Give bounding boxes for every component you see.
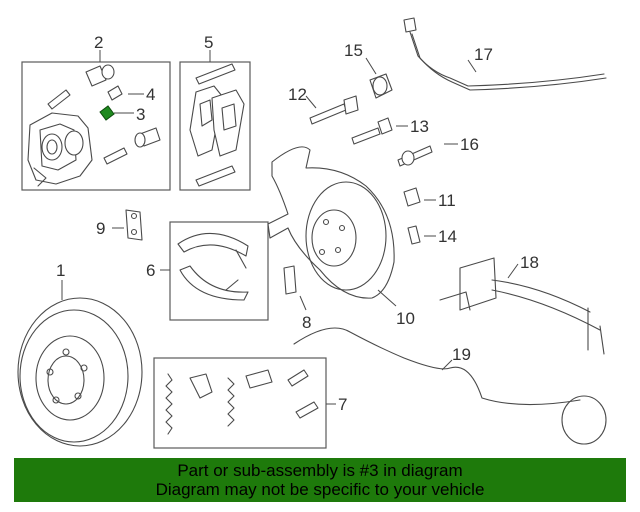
brake-pad-group	[179, 50, 251, 191]
notice-line-2: Diagram may not be specific to your vehi…	[155, 480, 485, 499]
clip-part-9	[112, 209, 143, 241]
callout-2: 2	[94, 33, 103, 52]
part-3-highlight[interactable]	[99, 105, 115, 121]
callout-18: 18	[520, 253, 539, 272]
callout-3: 3	[136, 105, 145, 124]
notice-banner: Part or sub-assembly is #3 in diagram Di…	[14, 458, 626, 502]
parking-shoe-group	[160, 221, 269, 321]
notice-line-1: Part or sub-assembly is #3 in diagram	[177, 461, 463, 480]
bolt-part-13	[351, 117, 408, 145]
bolt-part-12	[305, 95, 359, 125]
brake-hose-part-17	[403, 17, 607, 91]
callout-6: 6	[146, 261, 155, 280]
callout-16: 16	[460, 135, 479, 154]
callout-9: 9	[96, 219, 105, 238]
bushing-part-14	[407, 225, 436, 245]
caliper-assembly-group	[21, 50, 171, 191]
callout-4: 4	[146, 85, 155, 104]
callout-7: 7	[338, 395, 347, 414]
nut-part-11	[403, 187, 436, 207]
callout-15: 15	[344, 41, 363, 60]
callout-10: 10	[396, 309, 415, 328]
callout-8: 8	[302, 313, 311, 332]
cable-part-18	[439, 257, 605, 355]
callout-12: 12	[288, 85, 307, 104]
callout-11: 11	[438, 191, 456, 210]
hardware-kit-group	[153, 357, 336, 449]
callout-5: 5	[204, 33, 213, 52]
sensor-part-15	[365, 57, 393, 99]
callout-13: 13	[410, 117, 429, 136]
callout-17: 17	[474, 45, 493, 64]
callout-19: 19	[452, 345, 471, 364]
bolt-part-8	[283, 265, 307, 311]
backing-plate-part-10	[267, 146, 397, 307]
callout-14: 14	[438, 227, 457, 246]
rotor-part-1	[17, 280, 143, 447]
sensor-wire-part-19	[293, 327, 607, 445]
callout-1: 1	[56, 261, 65, 280]
parts-diagram: 1 2 3 4 5 6 7 8 9 10 11 12 13 14 15 16 1…	[17, 17, 607, 449]
pin-part-16	[397, 143, 458, 167]
